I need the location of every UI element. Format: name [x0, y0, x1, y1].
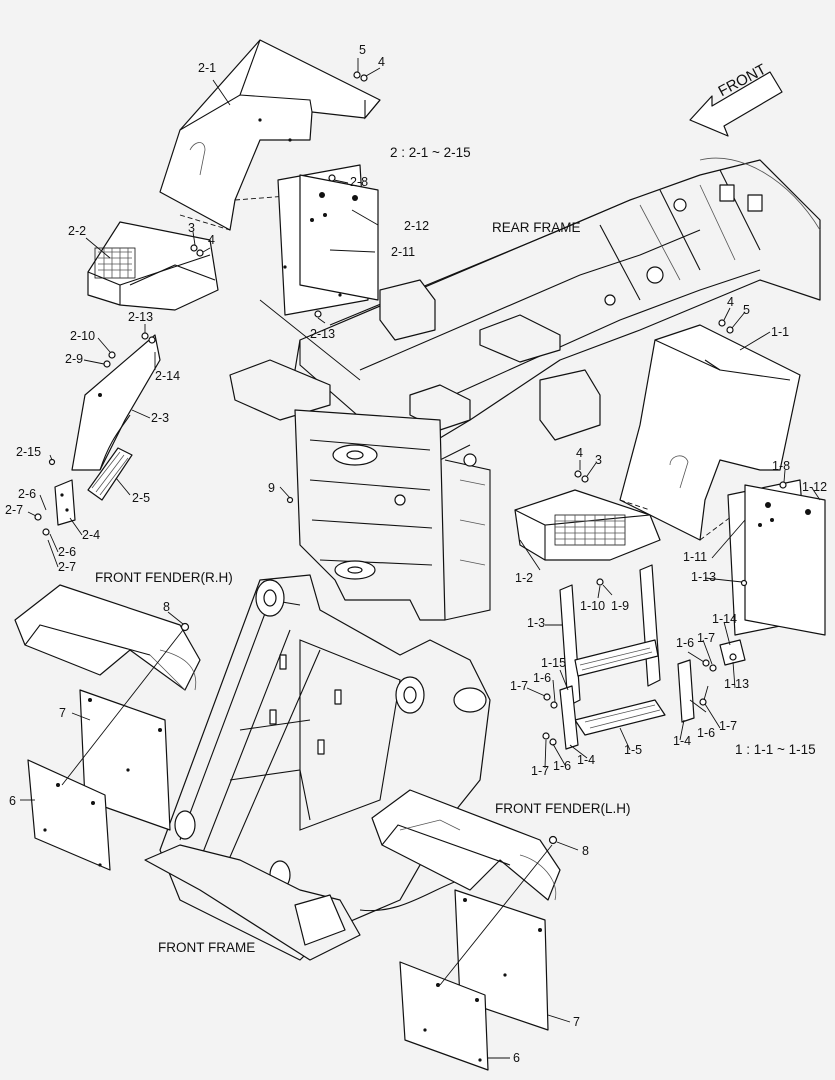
- part-2-3-bracket: [71, 334, 161, 471]
- callout-2-11: 2-11: [391, 245, 416, 259]
- callout-8: 8: [163, 600, 170, 614]
- callout-1-10: 1-10: [580, 599, 606, 613]
- part-1-4-plate: [559, 659, 695, 750]
- front-fender-lh-title: FRONT FENDER(L.H): [495, 801, 631, 816]
- part-1-5-step: [574, 699, 666, 736]
- callout-2-5: 2-5: [132, 491, 151, 505]
- front-frame-title: FRONT FRAME: [158, 940, 256, 955]
- callout-2-6: 2-6: [18, 487, 37, 501]
- callout-1-14: 1-14: [712, 612, 738, 626]
- callout-1-7: 1-7: [531, 764, 550, 778]
- front-fender-lh: [371, 789, 561, 901]
- callout-2-4: 2-4: [82, 528, 101, 542]
- fasteners: [34, 71, 787, 845]
- callout-8: 8: [582, 844, 589, 858]
- callout-2-7: 2-7: [58, 560, 77, 574]
- callout-1-7: 1-7: [697, 631, 716, 645]
- callout-1-13: 1-13: [691, 570, 717, 584]
- part-6-mudflap-lh: [399, 961, 489, 1071]
- part-1-1-fender: [619, 324, 801, 541]
- callout-1-7: 1-7: [719, 719, 738, 733]
- callout-2-12: 2-12: [404, 219, 430, 233]
- callout-2-9: 2-9: [65, 352, 84, 366]
- callout-9: 9: [268, 481, 275, 495]
- part-2-2-step: [87, 221, 219, 311]
- rear-frame: [229, 157, 821, 621]
- callout-1-2: 1-2: [515, 571, 534, 585]
- part-6-mudflap-rh: [27, 759, 111, 871]
- callout-1-11: 1-11: [683, 550, 708, 564]
- callout-1-1: 1-1: [771, 325, 790, 339]
- leader-lines: [20, 58, 821, 1059]
- callout-4: 4: [576, 446, 583, 460]
- callout-1-6: 1-6: [676, 636, 695, 650]
- part-2-4-plate: [54, 479, 76, 526]
- callout-1-13: 1-13: [724, 677, 750, 691]
- rear-frame-title: REAR FRAME: [492, 220, 581, 235]
- callout-1-4: 1-4: [577, 753, 596, 767]
- part-2-5-step: [87, 447, 133, 501]
- part-1-3-ladder: [559, 564, 661, 707]
- callout-1-8: 1-8: [772, 459, 791, 473]
- callout-2-1: 2-1: [198, 61, 217, 75]
- part-1-11-mudflap: [727, 479, 826, 636]
- callout-1-5: 1-5: [624, 743, 643, 757]
- assembly-note-2: 2 : 2-1 ~ 2-15: [390, 145, 471, 160]
- callout-6: 6: [9, 794, 16, 808]
- callout-1-4: 1-4: [673, 734, 692, 748]
- callout-1-9: 1-9: [611, 599, 630, 613]
- front-fender-rh-title: FRONT FENDER(R.H): [95, 570, 233, 585]
- part-1-2-step: [514, 489, 661, 561]
- callout-2-8: 2-8: [350, 175, 369, 189]
- callout-2-3: 2-3: [151, 411, 170, 425]
- front-frame: [144, 574, 491, 961]
- callout-1-15: 1-15: [541, 656, 567, 670]
- callout-2-14: 2-14: [155, 369, 181, 383]
- callout-2-7: 2-7: [5, 503, 24, 517]
- part-1-14-bracket: [719, 639, 746, 666]
- callout-5: 5: [359, 43, 366, 57]
- callout-1-6: 1-6: [697, 726, 716, 740]
- callout-5: 5: [743, 303, 750, 317]
- callout-6: 6: [513, 1051, 520, 1065]
- front-fender-rh: [14, 584, 201, 691]
- callout-1-3: 1-3: [527, 616, 546, 630]
- callout-1-6: 1-6: [533, 671, 552, 685]
- assembly-note-1: 1 : 1-1 ~ 1-15: [735, 742, 816, 757]
- callout-1-12: 1-12: [802, 480, 828, 494]
- part-2-11-mudflap: [277, 164, 379, 316]
- callout-2-6: 2-6: [58, 545, 77, 559]
- front-arrow: [689, 71, 783, 137]
- callout-1-7: 1-7: [510, 679, 529, 693]
- callout-2-10: 2-10: [70, 329, 96, 343]
- callout-7: 7: [573, 1015, 580, 1029]
- callout-2-13: 2-13: [128, 310, 154, 324]
- callout-4: 4: [208, 233, 215, 247]
- callout-3: 3: [595, 453, 602, 467]
- callout-2-13: 2-13: [310, 327, 336, 341]
- callout-2-15: 2-15: [16, 445, 42, 459]
- callout-1-6: 1-6: [553, 759, 572, 773]
- callout-4: 4: [378, 55, 385, 69]
- callout-4: 4: [727, 295, 734, 309]
- callout-2-2: 2-2: [68, 224, 87, 238]
- callout-7: 7: [59, 706, 66, 720]
- callout-3: 3: [188, 221, 195, 235]
